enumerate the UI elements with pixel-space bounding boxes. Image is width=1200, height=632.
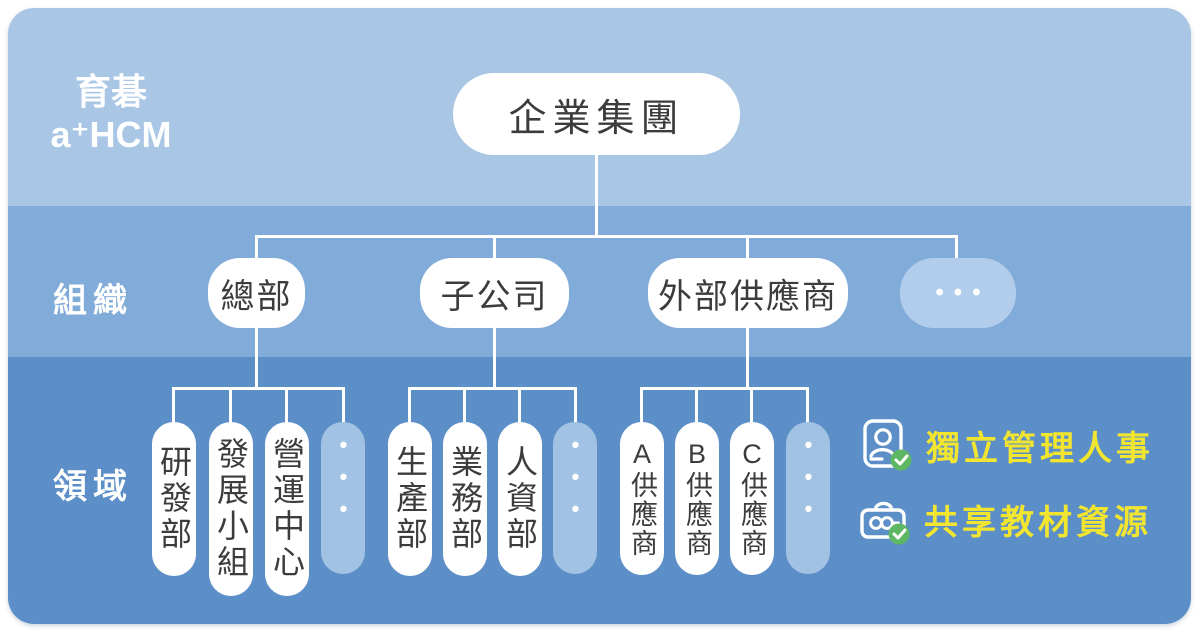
node-supplier-c: C供應商 bbox=[730, 422, 774, 575]
connector-group2-drop1 bbox=[408, 387, 411, 425]
connector-group1-drop3 bbox=[285, 387, 288, 425]
connector-group2-drop4 bbox=[574, 387, 577, 425]
ellipsis-icon: ••• bbox=[563, 432, 588, 528]
node-hr-dept-label: 人資部 bbox=[502, 445, 538, 553]
node-subsidiary: 子公司 bbox=[420, 258, 569, 328]
node-business-dept: 業務部 bbox=[443, 422, 487, 576]
connector-drop-hq bbox=[255, 235, 258, 261]
node-operations-center-label: 營運中心 bbox=[269, 437, 305, 581]
connector-group2-rail bbox=[408, 387, 577, 390]
connector-group3-drop4 bbox=[806, 387, 809, 425]
connector-supplier-stub bbox=[746, 328, 749, 390]
node-rd-dept-label: 研發部 bbox=[156, 445, 192, 553]
id-card-check-icon bbox=[863, 419, 912, 471]
node-enterprise-group-label: 企業集團 bbox=[508, 97, 685, 140]
brand-line1: 育碁 bbox=[74, 71, 147, 112]
briefcase-check-icon bbox=[860, 501, 910, 545]
node-headquarters-label: 總部 bbox=[220, 277, 293, 316]
legend-materials-label: 共享教材資源 bbox=[924, 503, 1152, 542]
connector-group1-rail bbox=[172, 387, 345, 390]
connector-root-stub bbox=[595, 155, 598, 238]
connector-row2-rail bbox=[255, 235, 958, 238]
connector-hq-stub bbox=[255, 328, 258, 390]
node-development-team: 發展小組 bbox=[209, 422, 253, 596]
node-supplier-b-label: B供應商 bbox=[682, 439, 712, 558]
band-domain bbox=[8, 357, 1191, 624]
node-subsidiary-label: 子公司 bbox=[440, 277, 549, 316]
node-external-supplier-label: 外部供應商 bbox=[658, 277, 838, 316]
node-external-supplier: 外部供應商 bbox=[648, 258, 848, 328]
node-production-dept-label: 生產部 bbox=[392, 445, 428, 553]
connector-drop-supplier bbox=[746, 235, 749, 261]
node-more-group2: ••• bbox=[553, 422, 597, 574]
connector-drop-more bbox=[955, 235, 958, 261]
brand-logo: 育碁 a⁺HCM bbox=[36, 70, 186, 156]
node-production-dept: 生產部 bbox=[388, 422, 432, 576]
legend-item-materials: 共享教材資源 bbox=[858, 492, 1152, 546]
node-supplier-a: A供應商 bbox=[620, 422, 664, 575]
connector-group1-drop2 bbox=[229, 387, 232, 425]
node-more-group1: ••• bbox=[321, 422, 365, 574]
node-enterprise-group: 企業集團 bbox=[453, 73, 740, 155]
node-more-organizations: ••• bbox=[900, 258, 1016, 328]
node-more-group3: ••• bbox=[786, 422, 830, 574]
node-supplier-b: B供應商 bbox=[675, 422, 719, 575]
node-rd-dept: 研發部 bbox=[152, 422, 196, 576]
connector-group1-drop4 bbox=[342, 387, 345, 425]
node-supplier-c-label: C供應商 bbox=[737, 439, 767, 558]
ellipsis-icon: ••• bbox=[935, 279, 991, 306]
connector-subsidiary-stub bbox=[493, 328, 496, 390]
connector-drop-subsidiary bbox=[493, 235, 496, 261]
node-supplier-a-label: A供應商 bbox=[627, 439, 657, 558]
domain-row-label: 領域 bbox=[53, 468, 133, 506]
node-hr-dept: 人資部 bbox=[498, 422, 542, 576]
ellipsis-icon: ••• bbox=[331, 432, 356, 528]
connector-group2-drop3 bbox=[518, 387, 521, 425]
node-headquarters: 總部 bbox=[208, 258, 305, 328]
ellipsis-icon: ••• bbox=[796, 432, 821, 528]
legend-hr-label: 獨立管理人事 bbox=[926, 429, 1154, 468]
legend-item-hr: 獨立管理人事 bbox=[860, 418, 1154, 472]
connector-group1-drop1 bbox=[172, 387, 175, 425]
connector-group3-drop3 bbox=[750, 387, 753, 425]
connector-group3-drop2 bbox=[695, 387, 698, 425]
connector-group3-rail bbox=[640, 387, 808, 390]
node-operations-center: 營運中心 bbox=[265, 422, 309, 596]
node-business-dept-label: 業務部 bbox=[447, 445, 483, 553]
brand-line2: a⁺HCM bbox=[50, 114, 172, 155]
connector-group3-drop1 bbox=[640, 387, 643, 425]
node-development-team-label: 發展小組 bbox=[213, 437, 249, 581]
organization-row-label: 組織 bbox=[53, 282, 133, 320]
connector-group2-drop2 bbox=[463, 387, 466, 425]
